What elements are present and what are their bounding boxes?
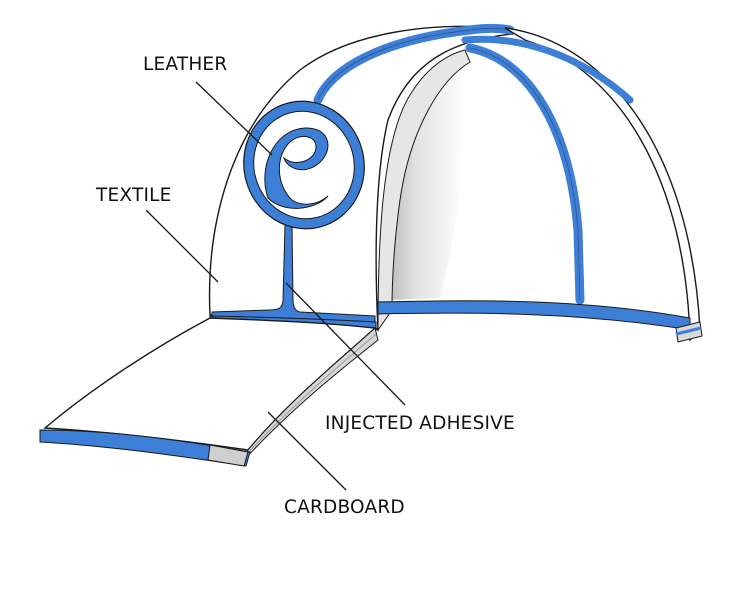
crown-side-base-band [377,300,691,331]
label-leather: LEATHER [143,54,228,75]
visor-textile-top [43,317,377,451]
crown-front-adhesive-trim [313,24,515,105]
visor [39,317,379,467]
side-adhesive-arch [465,43,585,305]
leader-line-textile [145,209,219,283]
crown-inner-shadow [390,60,466,300]
crown-side-panel [377,27,703,343]
leader-line-leather [195,81,273,156]
leather-logo [243,100,365,230]
label-cardboard: CARDBOARD [284,497,405,518]
label-textile: TEXTILE [96,185,172,206]
crown-front-adhesive-trim-outline [317,28,511,101]
crown-front-panel [208,24,515,332]
leader-line-cardboard [267,411,347,491]
leader-line-adhesive [285,282,406,406]
side-adhesive-top [461,35,634,104]
visor-adhesive-edge [39,429,251,467]
label-injected-adhesive: INJECTED ADHESIVE [325,413,515,434]
leader-lines [145,81,406,491]
